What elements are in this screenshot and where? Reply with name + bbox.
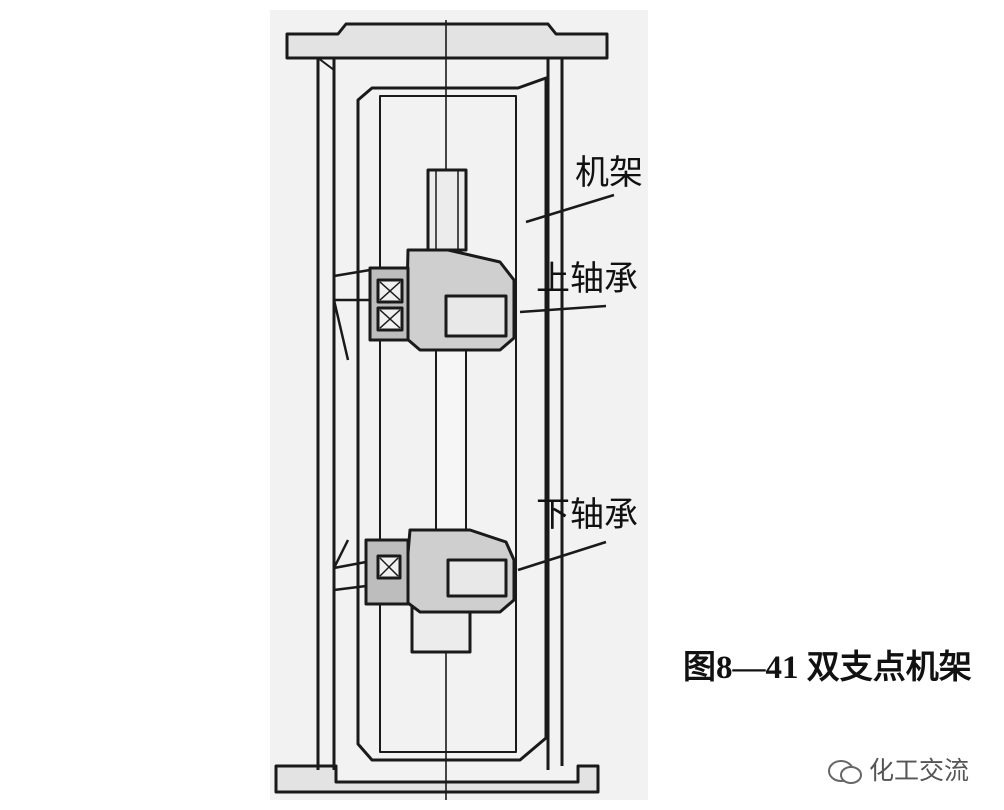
right-shell (546, 58, 564, 770)
upper-bearing-assembly (368, 248, 516, 352)
lower-rib (332, 539, 367, 592)
shaft-middle (435, 339, 467, 541)
shaft-top (426, 168, 468, 252)
leader-lower-bearing (517, 540, 607, 572)
top-flange (285, 22, 609, 60)
watermark: 化工交流 (827, 751, 969, 787)
label-frame: 机架 (575, 153, 643, 193)
left-shell (316, 58, 336, 770)
figure-caption: 图8—41 双支点机架 (683, 650, 972, 686)
upper-rib (332, 268, 371, 361)
leader-upper-bearing (519, 304, 607, 314)
leader-frame (525, 193, 615, 224)
chat-bubble-icon (828, 760, 862, 784)
watermark-text: 化工交流 (869, 756, 970, 785)
label-lower-bearing: 下轴承 (536, 495, 638, 535)
inner-frame (356, 76, 548, 762)
lower-bearing-assembly (364, 528, 516, 614)
bottom-flange (274, 764, 600, 794)
label-upper-bearing: 上轴承 (536, 259, 638, 299)
